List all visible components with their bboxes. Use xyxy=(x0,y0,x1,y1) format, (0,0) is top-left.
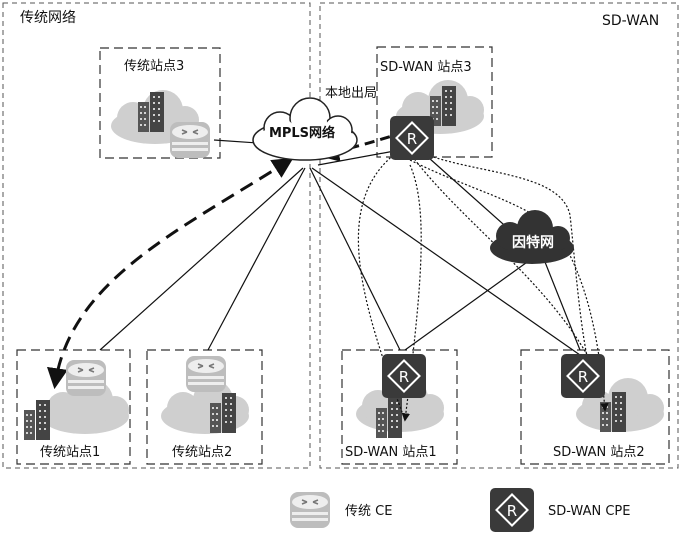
mpls-cloud xyxy=(252,97,358,161)
legend-cpe-icon xyxy=(489,487,535,533)
sdwan-region xyxy=(319,2,679,469)
sd3-cpe-icon xyxy=(389,115,435,161)
traditional-traffic-path xyxy=(46,157,294,390)
traditional-region-label: 传统网络 xyxy=(20,10,76,26)
trad2-ce-icon xyxy=(185,355,227,393)
site-label-sd2: SD-WAN 站点2 xyxy=(553,445,645,460)
internet-links xyxy=(404,149,581,351)
site-box-trad3 xyxy=(99,47,221,159)
site-label-trad3: 传统站点3 xyxy=(124,59,184,74)
site-label-sd1: SD-WAN 站点1 xyxy=(345,445,437,460)
trad3-building-icon xyxy=(138,92,164,132)
legend: 传统 CE SD-WAN CPE xyxy=(289,487,630,533)
legend-ce-label: 传统 CE xyxy=(345,504,392,519)
sd2-cpe-icon xyxy=(560,353,606,399)
site-label-sd3: SD-WAN 站点3 xyxy=(380,60,472,75)
local-breakout-label: 本地出局 xyxy=(325,86,377,101)
internet-cloud xyxy=(490,210,574,264)
site-box-sd2 xyxy=(520,349,670,465)
legend-ce-icon xyxy=(289,491,331,529)
trad1-building-icon xyxy=(24,400,50,440)
site-label-trad1: 传统站点1 xyxy=(40,445,100,460)
site-label-trad2: 传统站点2 xyxy=(172,445,232,460)
trad1-ce-icon xyxy=(65,359,107,397)
legend-cpe-label: SD-WAN CPE xyxy=(548,504,630,519)
internet-cloud-label: 因特网 xyxy=(512,234,554,251)
traditional-region xyxy=(2,2,311,469)
sd1-cpe-icon xyxy=(381,353,427,399)
sdwan-region-label: SD-WAN xyxy=(602,13,659,29)
trad3-ce-icon xyxy=(169,121,211,159)
mpls-cloud-label: MPLS网络 xyxy=(269,125,335,141)
